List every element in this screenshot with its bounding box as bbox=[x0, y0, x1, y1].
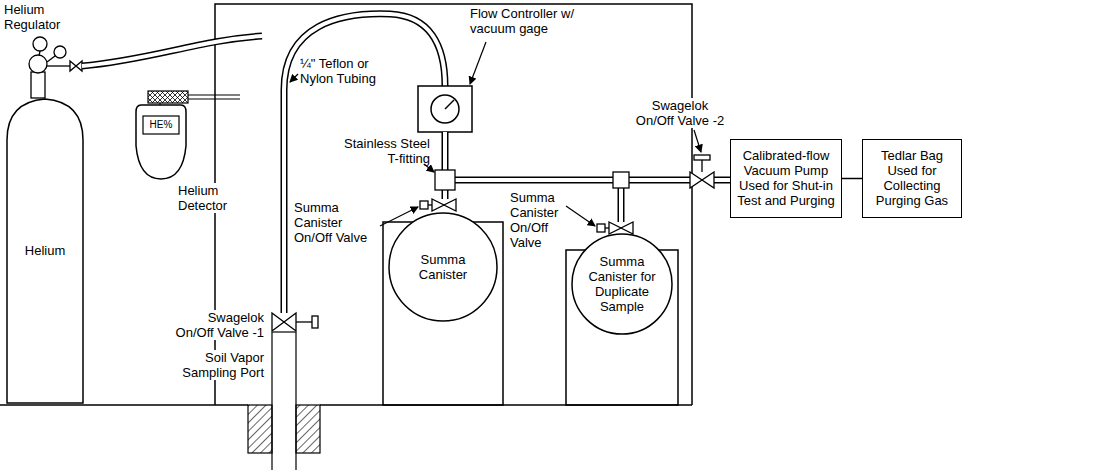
part-label: Helium Regulator bbox=[4, 2, 78, 32]
port-pipe-wall bbox=[271, 332, 272, 470]
valve-handle bbox=[701, 160, 702, 172]
connector-line bbox=[842, 178, 862, 180]
node-text: Summa Canister bbox=[402, 252, 484, 282]
gauge-stem bbox=[47, 56, 55, 62]
detector-probe bbox=[148, 91, 240, 106]
canister-valve-knob bbox=[597, 224, 605, 232]
part-label: Helium Detector bbox=[176, 183, 238, 213]
leader-line bbox=[470, 42, 486, 84]
outlet-valve bbox=[70, 61, 82, 71]
canister-body bbox=[572, 234, 672, 334]
port-pipe-wall bbox=[295, 332, 296, 470]
regulator-gauge bbox=[54, 46, 66, 58]
helium-hose bbox=[82, 36, 262, 66]
t-fitting bbox=[613, 172, 629, 188]
valve-body bbox=[272, 313, 284, 331]
part-label: Flow Controller w/ vacuum gage bbox=[470, 6, 586, 36]
vacuum-gage bbox=[431, 95, 459, 123]
helium-detector: HE% bbox=[135, 104, 187, 180]
probe-tube bbox=[188, 98, 240, 99]
port-seal-hatch bbox=[248, 405, 272, 453]
valve-knob bbox=[312, 316, 318, 328]
vacuum-pump-box: Calibrated-flow Vacuum Pump Used for Shu… bbox=[730, 139, 842, 218]
part-label: Summa Canister On/Off Valve bbox=[508, 190, 565, 250]
helium-hose bbox=[82, 36, 262, 66]
flow-controller bbox=[418, 86, 472, 132]
leader-line bbox=[694, 130, 701, 152]
leader-lines bbox=[290, 42, 701, 226]
part-label: ¼" Teflon or Nylon Tubing bbox=[300, 56, 396, 86]
leader-line bbox=[290, 74, 298, 82]
helium-cylinder: Helium bbox=[6, 96, 84, 404]
cylinder-body bbox=[7, 99, 83, 403]
piping bbox=[445, 132, 730, 222]
detector-body bbox=[136, 105, 186, 179]
regulator-body bbox=[29, 55, 47, 73]
port-seal-hatch bbox=[296, 405, 320, 453]
node-text: Tedlar Bag Used for Collecting Purging G… bbox=[868, 148, 956, 208]
detector-screen bbox=[143, 116, 179, 134]
valve-body bbox=[284, 313, 296, 331]
helium-detector-outline bbox=[135, 104, 187, 180]
node-text-box: Helium bbox=[12, 102, 78, 398]
tedlar-bag-box: Tedlar Bag Used for Collecting Purging G… bbox=[862, 139, 962, 218]
node-text: Helium bbox=[25, 243, 65, 258]
node-text: HE% bbox=[150, 119, 173, 131]
probe-grip bbox=[148, 91, 188, 103]
part-label: Swagelok On/Off Valve -1 bbox=[170, 310, 266, 340]
leader-line bbox=[566, 206, 595, 226]
outlet-pipe bbox=[47, 65, 70, 66]
valve-knob bbox=[694, 155, 710, 160]
canister-valve bbox=[609, 222, 633, 234]
node-text-box: Calibrated-flow Vacuum Pump Used for Shu… bbox=[731, 140, 841, 216]
part-label: Soil Vapor Sampling Port bbox=[170, 350, 266, 380]
canister-body bbox=[389, 213, 497, 321]
valve-handle bbox=[296, 321, 312, 322]
t-fitting bbox=[435, 170, 455, 190]
gage-needle bbox=[445, 100, 454, 109]
part-label: Swagelok On/Off Valve -2 bbox=[630, 98, 730, 128]
node-text: Summa Canister for Duplicate Sample bbox=[583, 254, 661, 314]
canister-valve-knob bbox=[420, 201, 428, 209]
swagelok-valve-2 bbox=[690, 172, 714, 188]
controller-body bbox=[418, 86, 472, 132]
regulator-gauge bbox=[33, 37, 47, 51]
swagelok-valve-1 bbox=[272, 313, 318, 331]
node-text-box: Summa Canister bbox=[402, 226, 484, 308]
piping bbox=[445, 132, 730, 222]
canister-valve bbox=[432, 199, 456, 211]
ground-and-shroud bbox=[0, 4, 692, 405]
summa-canister: Summa Canister for Duplicate Sample bbox=[571, 233, 673, 335]
node-text-box: Tedlar Bag Used for Collecting Purging G… bbox=[863, 140, 961, 216]
helium-regulator bbox=[29, 37, 82, 98]
ground-line bbox=[0, 404, 248, 406]
port-pipe-cap bbox=[272, 331, 296, 332]
piping bbox=[445, 132, 730, 222]
part-label: Summa Canister On/Off Valve bbox=[294, 200, 380, 245]
node-text-box: Summa Canister for Duplicate Sample bbox=[583, 245, 661, 323]
helium-hose bbox=[82, 36, 262, 66]
summa-canister: Summa Canister bbox=[388, 212, 498, 322]
part-label: Stainless Steel T-fitting bbox=[330, 136, 430, 166]
node-text-box: HE% bbox=[143, 116, 179, 134]
cylinder-neck bbox=[31, 72, 45, 98]
node-text: Calibrated-flow Vacuum Pump Used for Shu… bbox=[736, 148, 836, 208]
probe-tube bbox=[188, 94, 240, 95]
